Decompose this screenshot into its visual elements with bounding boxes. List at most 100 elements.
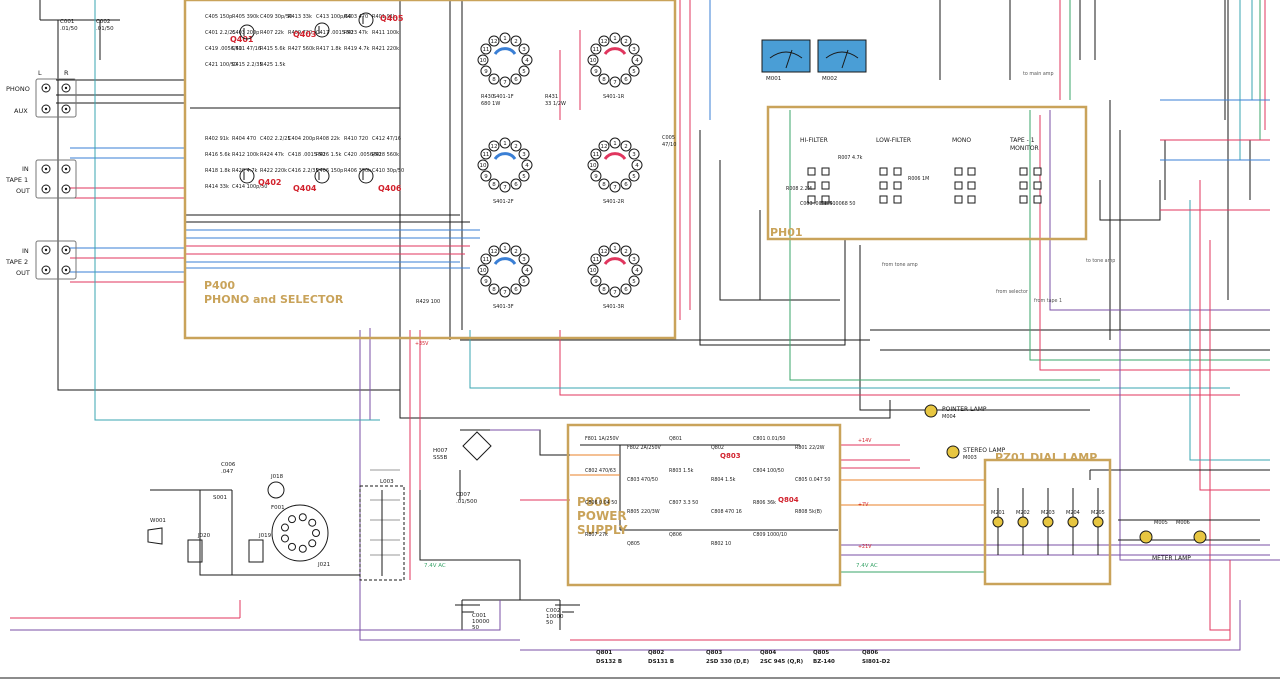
wafer-label: S401-3F — [493, 304, 514, 310]
p400-transistor-labels: Q401 Q402 Q403 Q404 Q405 Q406 — [230, 14, 404, 193]
q402-label: Q402 — [258, 178, 282, 187]
wafer-contact — [477, 264, 489, 276]
wafer-contact-number: 4 — [525, 268, 529, 274]
p400-part-label: R420 4.7k — [232, 168, 258, 174]
wafer-contact — [510, 73, 522, 85]
wafer-contact-number: 10 — [590, 58, 597, 64]
wafer-rotor — [603, 152, 627, 160]
switch-contact — [967, 195, 976, 204]
meter-m002-ref: M002 — [822, 76, 837, 82]
outlet-j020 — [187, 539, 203, 563]
wafer-label: S401-2R — [603, 199, 625, 205]
p400-part-label: C409 30p/50 — [260, 14, 292, 20]
wafer-contact — [488, 283, 500, 295]
cap-c002-ref: C002 — [96, 19, 110, 25]
jack-label-aux: AUX — [14, 107, 28, 115]
wafer-contact — [620, 178, 632, 190]
wafer-contact — [590, 43, 602, 55]
p400-part-label: C419 .0056/50 — [205, 46, 242, 52]
jack-col-r: R — [64, 69, 69, 77]
p800-title: P800 — [577, 495, 611, 509]
wafer-contact-number: 3 — [522, 257, 526, 263]
p400-part-label: C402 2.2/25 — [260, 136, 291, 142]
p400-part-label: C421 100/50 — [205, 62, 237, 68]
wafer-contact-number: 11 — [482, 47, 489, 53]
wafer-contact-number: 8 — [492, 77, 496, 83]
switch-contact — [879, 195, 888, 204]
dial-lamp-bulb — [1017, 516, 1029, 528]
dial-lamp-ref: M203 — [1041, 510, 1055, 516]
dial-lamp-bulb — [1067, 516, 1079, 528]
wafer-contact — [518, 253, 530, 265]
p400-part-label: R408 22k — [316, 136, 340, 142]
j020-ref: J020 — [197, 533, 211, 539]
p800-part-label: C808 470 16 — [711, 509, 742, 515]
jack-pin — [44, 86, 48, 90]
wafer-contact — [518, 43, 530, 55]
jack-blocks — [35, 78, 77, 280]
power-transistor-labels: Q803 Q804 — [720, 452, 799, 504]
p800-part-label: C809 1000/10 — [753, 532, 787, 538]
power-labels: H007 SS5B C007 .01/500 C001 10000 50 C00… — [150, 448, 878, 631]
c007-value: .01/500 — [456, 499, 478, 505]
wafer-contact-number: 2 — [514, 144, 518, 150]
dial-lamp-bulb — [992, 516, 1004, 528]
wafer-contact — [590, 65, 602, 77]
ph01-parts: R007 4.7k C003 .0068 50 C004 .0068 50 R0… — [786, 155, 929, 207]
wafer-contact-number: 11 — [482, 152, 489, 158]
switch-contact — [954, 181, 963, 190]
jack-pin — [44, 248, 48, 252]
wafer-contact — [510, 35, 522, 47]
wafer-contact-number: 5 — [522, 174, 526, 180]
p800-part-label: R808 5k(B) — [795, 509, 822, 515]
wafer-contact-number: 5 — [632, 69, 636, 75]
tape1-monitor-label: TAPE - 1 — [1009, 137, 1035, 144]
wafer-contact — [488, 73, 500, 85]
wafer-contact — [480, 170, 492, 182]
p800-part-label: C807 3.3 50 — [669, 500, 698, 506]
p800-part-label: F802 2A/250V — [627, 445, 662, 451]
c002-ref: C002 — [546, 608, 560, 614]
p800-part-label: C805 0.047 50 — [795, 477, 830, 483]
wafer-contact — [587, 159, 599, 171]
wafer-contact-number: 7 — [503, 290, 507, 296]
monitor-label: MONITOR — [1010, 145, 1039, 152]
wafer-label: S401-1F — [493, 94, 514, 100]
p800-part-label: R802 10 — [711, 541, 731, 547]
pointer-lamp-bulb — [924, 404, 938, 418]
c003-label: C003 .0068 50 — [800, 201, 835, 207]
pointer-lamp-ref: M004 — [942, 414, 956, 420]
jack-label-tape2: TAPE 2 — [5, 258, 28, 266]
stereo-lamp-bulb — [946, 445, 960, 459]
wafer-contact — [521, 264, 533, 276]
wafer-contact — [598, 73, 610, 85]
p400-part-label: C403 200p — [232, 30, 259, 36]
wafer-contact-number: 10 — [480, 163, 487, 169]
wafer-rotor — [603, 47, 627, 55]
note-from-tone-amp: from tone amp — [882, 262, 918, 268]
p400-part-label: R401 91k — [372, 14, 396, 20]
wiring-notes: to main amp from tone amp from selector … — [882, 71, 1115, 304]
wafer-contact — [620, 283, 632, 295]
p400-part-label: R413 33k — [288, 14, 312, 20]
wafer-contact — [598, 35, 610, 47]
p400-part-label: R419 4.7k — [344, 46, 370, 52]
switch-contact — [967, 167, 976, 176]
board-outlines — [183, 0, 1112, 587]
p800-part-label: C801 0.01/50 — [753, 436, 785, 442]
wafer-contact — [609, 286, 621, 298]
wafer-contact-number: 11 — [592, 152, 599, 158]
footer-ref: Q803 — [706, 650, 722, 656]
footer-type: 2SC 945 (Q,R) — [760, 659, 804, 665]
dial-lamp-bulb — [1042, 516, 1054, 528]
jack-pin — [44, 187, 48, 191]
wafer-contact-number: 5 — [632, 174, 636, 180]
meter-lamp-2-ref: M006 — [1176, 520, 1190, 526]
mono-label: MONO — [952, 137, 971, 144]
board-p800 — [566, 423, 842, 587]
p400-part-label: R417 1.8k — [316, 46, 342, 52]
p400-transistor-symbols — [239, 12, 374, 184]
wafer-contact — [510, 283, 522, 295]
